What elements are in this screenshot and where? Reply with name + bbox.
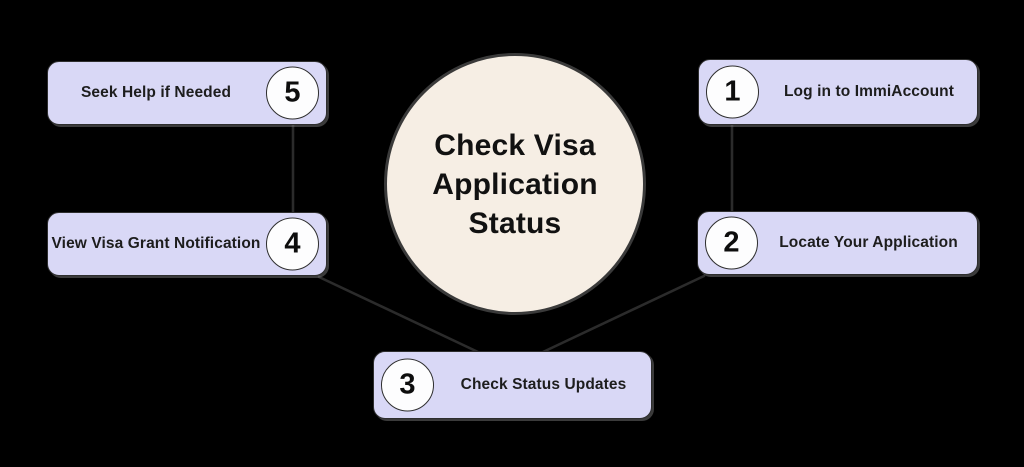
- step-label-4: View Visa Grant Notification: [51, 235, 261, 252]
- step-number-badge-3: 3: [381, 358, 434, 412]
- step-number-badge-2: 2: [705, 216, 758, 270]
- step-number-badge-4: 4: [266, 217, 319, 271]
- step-label-5: Seek Help if Needed: [80, 84, 232, 101]
- step-label-2: Locate Your Application: [779, 234, 958, 251]
- diagram-title-line-2: Application: [432, 167, 598, 201]
- step-number-badge-5: 5: [266, 66, 319, 120]
- connector-step4-step3: [317, 275, 480, 354]
- step-box-1: 1 Log in to ImmiAccount: [698, 59, 978, 125]
- step-box-3: 3 Check Status Updates: [373, 351, 652, 419]
- connector-step2-step3: [541, 274, 706, 354]
- step-box-2: 2 Locate Your Application: [697, 211, 978, 275]
- step-label-1: Log in to ImmiAccount: [783, 83, 954, 100]
- diagram-title-line-3: Status: [468, 206, 562, 240]
- step-label-3: Check Status Updates: [460, 376, 627, 393]
- center-topic-circle: Check Visa Application Status: [384, 53, 646, 315]
- step-number-badge-1: 1: [706, 65, 759, 119]
- diagram-title-line-1: Check Visa: [434, 128, 596, 162]
- step-box-5: Seek Help if Needed 5: [47, 61, 327, 125]
- step-box-4: View Visa Grant Notification 4: [47, 212, 327, 276]
